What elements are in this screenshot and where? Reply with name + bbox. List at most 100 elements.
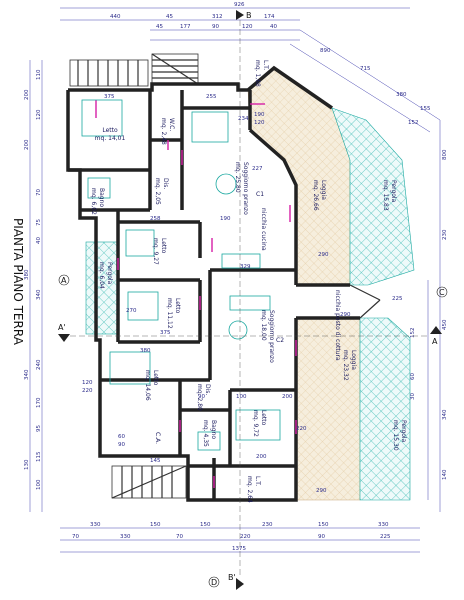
room-soggiorno-2-name: Soggiorno pranzo (268, 310, 275, 363)
dim-bottom-9: 70 (176, 534, 183, 540)
dim-right-outer-5: 140 (442, 469, 448, 480)
room-bagno-2-name: Bagno (210, 420, 217, 439)
dim-right-inner-5: 30 (410, 393, 416, 400)
dim-inner-18: 200 (282, 394, 293, 400)
dim-inner-13: 380 (140, 348, 151, 354)
dim-left-outer-4: 340 (24, 369, 30, 380)
room-labels: Letto mq. 14,01 W.C. mq. 2,48 Bagno mq. … (90, 60, 407, 503)
dim-inner-23: 145 (150, 458, 161, 464)
dim-inner-3: 190 (254, 112, 265, 118)
right-dimensions: 800 230 450 340 140 225 290 152 60 30 (340, 149, 448, 480)
room-letto-4-name: Letto (152, 370, 159, 386)
room-dis-2-area: mq. 2,80 (196, 384, 203, 411)
dim-left-inner-11: 100 (36, 479, 42, 490)
dim-inner-1: 375 (104, 94, 115, 100)
dim-left-outer-1: 200 (24, 89, 30, 100)
dim-right-inner-3: 152 (410, 328, 416, 339)
dim-inner-21: 60 (118, 434, 125, 440)
dim-left-inner-6: 340 (36, 289, 42, 300)
room-pergola-3-area: mq. 15,30 (392, 420, 399, 451)
dim-diag-3: 380 (396, 92, 407, 98)
openings (95, 100, 297, 488)
dim-right-inner-2: 290 (340, 312, 351, 318)
dim-inner-14: 120 (82, 380, 93, 386)
dim-left-inner-1: 110 (36, 69, 42, 80)
dim-inner-8: 190 (220, 216, 231, 222)
bottom-dimensions: 330 150 150 230 150 330 70 330 70 220 90… (72, 522, 391, 552)
dim-bottom-6: 330 (378, 522, 389, 528)
dim-top-9: 40 (270, 24, 277, 30)
room-soggiorno-1-area: mq. 25,80 (234, 162, 241, 193)
section-mark-a-prime-right: A (432, 337, 438, 346)
room-wc-name: W.C. (168, 118, 175, 131)
dim-bottom-1: 330 (90, 522, 101, 528)
dim-inner-11: 375 (160, 330, 171, 336)
section-mark-b: B (246, 11, 252, 20)
outer-walls (66, 65, 333, 502)
section-mark-a-prime-left: A' (58, 323, 66, 332)
dim-right-inner-4: 60 (410, 373, 416, 380)
dim-inner-5: 234 (238, 116, 249, 122)
dim-inner-9: 329 (240, 264, 251, 270)
room-ca-name: C.A. (154, 432, 161, 444)
dim-inner-2: 255 (206, 94, 217, 100)
dim-overall-top: 926 (234, 2, 245, 8)
room-dis-1-area: mq. 2,05 (154, 178, 161, 205)
dim-left-inner-7: 240 (36, 359, 42, 370)
dim-inner-22: 90 (118, 442, 125, 448)
dim-bottom-5: 150 (318, 522, 329, 528)
inner-dimensions: 375 255 190 120 234 227 258 190 329 290 … (82, 94, 329, 494)
dim-bottom-3: 150 (200, 522, 211, 528)
dim-diag-5: 152 (408, 120, 419, 126)
room-letto-3-area: mq. 11,12 (166, 298, 173, 329)
loggia-bottom-hatch (295, 317, 361, 501)
room-bagno-1-name: Bagno (98, 188, 105, 207)
dim-inner-20: 290 (316, 488, 327, 494)
dim-inner-10: 290 (318, 252, 329, 258)
room-letto-2-name: Letto (160, 238, 167, 254)
room-soggiorno-1-name: Soggiorno pranzo (242, 162, 249, 215)
dim-bottom-4: 230 (262, 522, 273, 528)
dim-left-inner-3: 70 (36, 189, 42, 196)
room-letto-3-name: Letto (174, 298, 181, 314)
hatched-areas (85, 67, 415, 501)
pergola-left-hatch (85, 241, 119, 335)
room-wc-area: mq. 2,48 (160, 118, 167, 145)
dim-inner-4: 120 (254, 120, 265, 126)
dim-top-8: 120 (242, 24, 253, 30)
dim-inner-17: 100 (236, 394, 247, 400)
dim-inner-7: 258 (150, 216, 161, 222)
room-letto-1-name: Letto (102, 127, 118, 134)
room-letto-5-name: Letto (260, 410, 267, 426)
dim-bottom-12: 225 (380, 534, 391, 540)
dim-inner-12: 270 (126, 308, 137, 314)
room-letto-4-area: mq. 14,06 (144, 370, 151, 401)
room-pergola-3-name: Pergola (400, 420, 407, 443)
dim-left-outer-5: 130 (24, 459, 30, 470)
furniture (81, 99, 281, 451)
room-letto-2-area: mq. 9,27 (152, 238, 159, 265)
stairs-bottom-left (111, 465, 187, 499)
room-letto-1-area: mq. 14,01 (95, 135, 126, 142)
section-marks: A C D A' A B' B (58, 10, 448, 590)
stairs-top-left (69, 59, 149, 87)
room-soggiorno-2-area: mq. 18,00 (260, 310, 267, 341)
room-pergola-1-area: mq. 15,83 (382, 180, 389, 211)
dim-right-outer-3: 450 (442, 319, 448, 330)
room-lt-2-name: L.T. (262, 60, 269, 70)
dim-top-5: 45 (156, 24, 163, 30)
dim-right-outer-4: 340 (442, 409, 448, 420)
pergola-top-hatch (331, 107, 415, 286)
dim-top-2: 45 (166, 14, 173, 20)
dim-top-3: 312 (212, 14, 223, 20)
room-bagno-2-area: mq. 4,35 (202, 420, 209, 447)
dim-left-outer-3: 380 (24, 269, 30, 280)
dim-top-6: 177 (180, 24, 191, 30)
interior-walls (68, 90, 381, 468)
section-mark-c: C (439, 288, 445, 297)
dim-top-1: 440 (110, 14, 121, 20)
room-dis-1-name: Dis. (162, 178, 169, 189)
dim-left-inner-10: 115 (36, 451, 42, 462)
stairs-top (151, 53, 199, 85)
